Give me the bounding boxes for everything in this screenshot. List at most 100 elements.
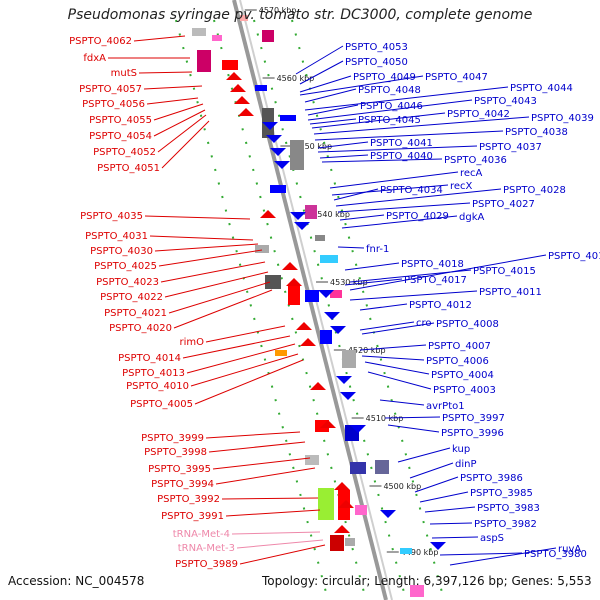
left-gene-label: PSPTO_4025 [94,261,157,272]
right-gene-label: PSPTO_4042 [447,109,510,120]
ruler-tick-label: 4490 kbp [401,548,439,557]
right-gene-leader [304,88,357,103]
right-gene-leader [429,522,473,525]
right-gene-label: PSPTO_4008 [436,319,499,330]
right-gene-label: PSPTO_4028 [503,185,566,196]
gene-feature-4 [240,15,248,21]
left-gene-label: rimO [179,337,204,348]
left-gene-leader [190,353,299,387]
right-gene-label: PSPTO_3985 [470,488,533,499]
left-gene-label: PSPTO_3989 [175,559,238,570]
gene-feature-14 [255,245,269,253]
gene-feature-2 [197,50,211,72]
forward-strand-arrow-2 [270,148,286,156]
gene-feature-32 [400,548,412,554]
left-gene-leader [168,281,271,314]
left-gene-label: mutS [111,68,137,79]
left-gene-label: PSPTO_4010 [126,381,189,392]
ruler-tick-label: 4520 kbp [348,346,386,355]
right-gene-label: PSPTO_4027 [472,199,535,210]
right-gene-leader [364,361,430,375]
right-gene-label: PSPTO_3980 [524,549,587,560]
right-gene-leader [311,112,446,129]
left-gene-leader [158,249,263,267]
right-gene-leader [299,75,352,93]
gene-feature-12 [315,235,325,241]
gene-feature-11 [305,205,317,219]
left-gene-leader [212,457,311,470]
right-gene-label: PSPTO_4046 [360,101,423,112]
right-gene-leader [299,75,424,96]
left-gene-label: PSPTO_4014 [118,353,181,364]
forward-strand-arrow-4 [290,212,306,220]
right-gene-leader [329,171,459,189]
left-gene-label: PSPTO_3999 [141,433,204,444]
left-gene-label: tRNA-Met-3 [178,543,235,554]
left-gene-leader [231,531,321,535]
left-gene-label: PSPTO_4051 [97,163,160,174]
forward-strand-arrow-10 [340,392,356,400]
right-gene-label: dinP [455,459,477,470]
left-gene-label: PSPTO_4056 [82,99,145,110]
right-gene-leader [384,416,441,419]
gene-feature-6 [255,85,267,91]
left-gene-leader [154,243,259,252]
right-gene-leader [344,262,400,271]
right-gene-leader [335,188,502,207]
right-gene-leader [349,290,478,301]
reverse-strand-arrow-6 [286,278,302,286]
right-gene-leader [309,118,357,125]
right-gene-label: PSPTO_4017 [404,275,467,286]
left-gene-label: PSPTO_4057 [79,84,142,95]
left-gene-label: PSPTO_3995 [148,464,211,475]
right-gene-leader [313,116,530,135]
right-gene-leader [344,278,403,286]
gene-feature-20 [342,350,356,368]
right-gene-label: PSPTO_4040 [370,151,433,162]
left-gene-leader [143,85,203,90]
right-gene-leader [341,215,458,229]
reverse-strand-arrow-1 [230,84,246,92]
forward-strand-arrow-0 [262,122,278,130]
right-gene-leader [349,269,472,283]
left-gene-label: PSPTO_3991 [161,511,224,522]
gene-feature-9 [290,140,304,170]
ruler-tick-label: 4500 kbp [383,482,421,491]
forward-strand-arrow-1 [266,135,282,143]
gene-feature-31 [345,538,355,546]
right-gene-leader [397,447,451,463]
left-gene-leader [239,544,326,565]
right-gene-label: PSPTO_4038 [505,127,568,138]
left-gene-label: fdxA [83,53,106,64]
gene-feature-26 [375,460,389,474]
right-gene-label: PSPTO_4049 [353,72,416,83]
right-gene-leader [304,86,509,111]
forward-strand-arrow-7 [324,312,340,320]
ruler-tick-label: 4530 kbp [330,278,368,287]
right-gene-leader [379,399,425,406]
right-gene-label: PSPTO_4016 [548,251,600,262]
right-gene-label: PSPTO_4003 [433,385,496,396]
gene-feature-10 [270,185,286,193]
left-gene-leader [157,114,207,153]
right-gene-leader [424,506,476,513]
right-gene-label: avrPto1 [426,401,465,412]
gene-feature-3 [222,60,238,70]
left-gene-leader [144,215,251,220]
reverse-strand-arrow-5 [282,262,298,270]
right-gene-label: PSPTO_4039 [531,113,594,124]
gene-feature-0 [192,28,206,36]
ruler-tick-label: 4570 kbp [259,6,297,15]
map-title: Pseudomonas syringae pv. tomato str. DC3… [67,7,533,23]
right-gene-leader [414,476,459,493]
gene-feature-16 [288,285,300,305]
right-gene-leader [299,60,344,85]
right-gene-leader [295,45,344,75]
right-gene-leader [449,547,557,566]
right-gene-leader [339,214,385,221]
accession-label: Accession: NC_004578 [8,574,145,588]
right-gene-label: recA [460,168,483,179]
right-gene-leader [359,321,415,331]
right-gene-leader [314,130,504,141]
